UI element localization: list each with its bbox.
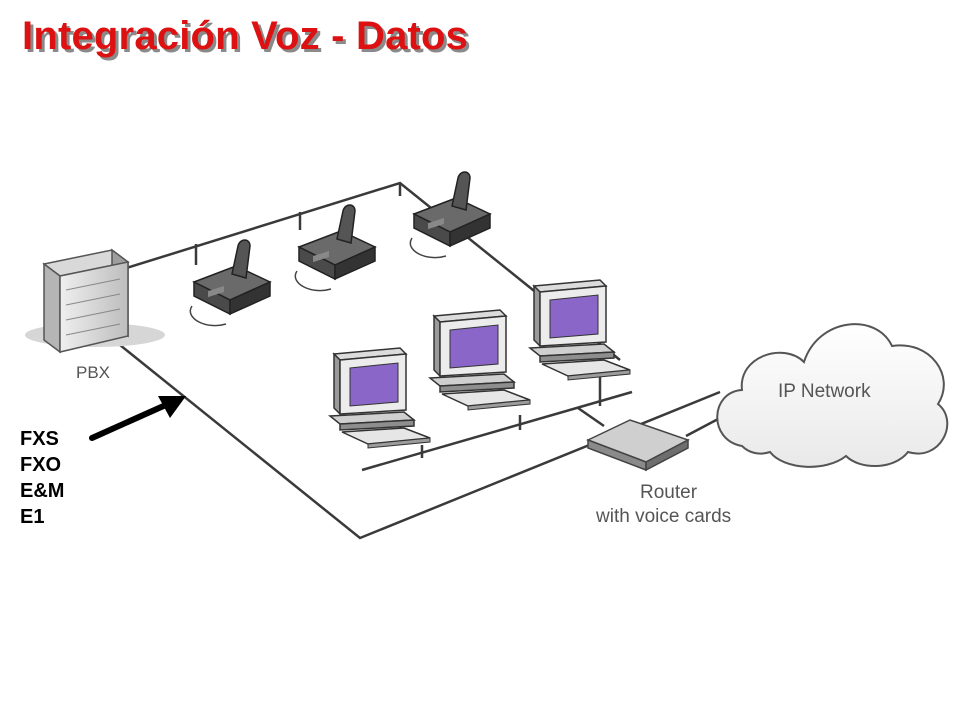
interface-fxs: FXS: [20, 428, 59, 450]
computers-group: [327, 279, 631, 449]
computer-icon: [427, 309, 531, 411]
slide-title: Integración Voz - Datos: [22, 14, 469, 58]
telephone-icon: [189, 239, 272, 327]
pbx-icon: [25, 248, 165, 354]
interface-arrow: [89, 396, 186, 441]
interface-type-list: FXS FXO E&M E1: [20, 426, 64, 530]
ip-network-cloud-icon: [716, 323, 949, 468]
computer-icon: [327, 347, 431, 449]
router-icon: [586, 419, 690, 472]
network-cabling: [119, 181, 721, 540]
router-wan-link: [685, 416, 721, 438]
interface-e1: E1: [20, 506, 45, 528]
phones-group: [189, 171, 492, 327]
pbx-label: PBX: [76, 363, 110, 382]
telephone-icon: [409, 171, 492, 259]
telephone-icon: [294, 204, 377, 292]
router-label-line1: Router: [640, 482, 698, 503]
router-lan-drop: [577, 406, 605, 428]
interface-em: E&M: [20, 480, 65, 502]
computer-icon: [527, 279, 631, 381]
interface-fxo: FXO: [20, 454, 62, 476]
lan-segment: [361, 390, 633, 472]
cloud-label: IP Network: [778, 381, 871, 402]
router-label-line2: with voice cards: [595, 506, 731, 527]
